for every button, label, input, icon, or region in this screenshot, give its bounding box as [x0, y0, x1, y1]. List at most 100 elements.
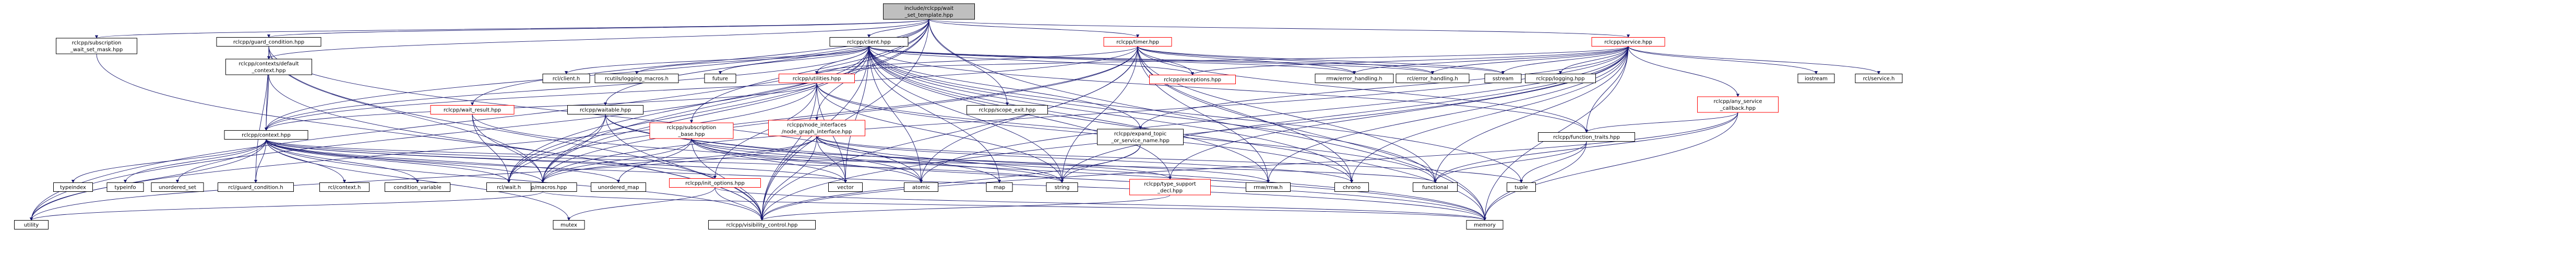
- edge-timer-to-sstream: [1137, 46, 1505, 75]
- node-tuple[interactable]: tuple: [1507, 182, 1536, 192]
- edge-root-to-scope_exit: [928, 19, 1009, 106]
- node-chrono[interactable]: chrono: [1334, 182, 1369, 192]
- node-client[interactable]: rclcpp/client.hpp: [829, 37, 909, 47]
- node-type-support-decl[interactable]: rclcpp/type_support_decl.hpp: [1129, 179, 1211, 196]
- node-label: rclcpp/type_support: [1144, 181, 1196, 187]
- node-rcl-guard-condition[interactable]: rcl/guard_condition.h: [218, 182, 294, 192]
- edge-root-to-waitable: [603, 19, 929, 106]
- node-atomic[interactable]: atomic: [904, 182, 938, 192]
- node-label: _or_service_name.hpp: [1111, 138, 1170, 144]
- node-label: rclcpp/waitable.hpp: [580, 108, 631, 113]
- edge-node_graph_interface-to-map: [816, 135, 1001, 183]
- node-visibility-control[interactable]: rclcpp/visibility_control.hpp: [708, 220, 816, 229]
- node-wait-result[interactable]: rclcpp/wait_result.hpp: [430, 105, 515, 114]
- node-map[interactable]: map: [986, 182, 1013, 192]
- node-unordered-map[interactable]: unordered_map: [591, 182, 646, 192]
- edge-node_graph_interface-to-utility: [29, 135, 817, 221]
- node-box: [1855, 74, 1903, 83]
- node-guard-condition[interactable]: rclcpp/guard_condition.hpp: [216, 37, 321, 47]
- node-string[interactable]: string: [1046, 182, 1078, 192]
- node-node-graph-interface[interactable]: rclcpp/node_interfaces/node_graph_interf…: [768, 120, 865, 136]
- node-timer[interactable]: rclcpp/timer.hpp: [1103, 37, 1172, 47]
- node-rcl-service[interactable]: rcl/service.h: [1855, 74, 1903, 83]
- node-function-traits[interactable]: rclcpp/function_traits.hpp: [1538, 132, 1635, 142]
- edge-waitable-to-atomic: [605, 114, 923, 183]
- edge-root-to-contexts_default: [267, 19, 929, 60]
- node-iostream[interactable]: iostream: [1797, 74, 1835, 83]
- node-box: [224, 130, 308, 140]
- edge-node_graph_interface-to-tuple: [816, 135, 1523, 183]
- edge-client-to-string: [868, 46, 1064, 183]
- edge-waitable-to-macros: [541, 114, 606, 183]
- node-logging[interactable]: rclcpp/logging.hpp: [1525, 74, 1596, 83]
- node-any-service-callback[interactable]: rclcpp/any_service_callback.hpp: [1697, 96, 1779, 113]
- node-typeinfo[interactable]: typeinfo: [106, 182, 144, 192]
- node-functional[interactable]: functional: [1413, 182, 1458, 192]
- edge-subscription_base-to-vector: [691, 138, 848, 183]
- node-init-options[interactable]: rclcpp/init_options.hpp: [669, 178, 761, 188]
- edge-function_traits-to-memory: [1483, 141, 1587, 221]
- edge-init_options-to-visibility_control: [714, 187, 764, 221]
- node-box: [14, 220, 49, 229]
- edge-context-to-mutex: [266, 139, 571, 221]
- node-utilities[interactable]: rclcpp/utilities.hpp: [779, 74, 855, 83]
- edge-service-to-exceptions: [1191, 46, 1629, 76]
- edge-client-to-functional: [868, 46, 1437, 183]
- node-memory[interactable]: memory: [1466, 220, 1504, 229]
- node-condition-variable[interactable]: condition_variable: [385, 182, 450, 192]
- node-expand-topic[interactable]: rclcpp/expand_topic_or_service_name.hpp: [1097, 129, 1184, 145]
- edge-waitable-to-visibility_control: [605, 114, 764, 221]
- node-box: [704, 74, 736, 83]
- node-rcl-error-handling[interactable]: rcl/error_handling.h: [1396, 74, 1470, 83]
- node-scope-exit[interactable]: rclcpp/scope_exit.hpp: [967, 105, 1048, 114]
- node-label: _wait_set_mask.hpp: [70, 47, 123, 53]
- node-box: [486, 182, 531, 192]
- node-label: rclcpp/init_options.hpp: [685, 181, 745, 187]
- node-waitable[interactable]: rclcpp/waitable.hpp: [567, 105, 643, 114]
- node-root: include/rclcpp/wait_set_template.hpp: [883, 3, 975, 20]
- node-rcutils-logging-macros[interactable]: rcutils/logging_macros.h: [594, 74, 679, 83]
- edge-client-to-utility: [29, 46, 869, 221]
- node-label: rclcpp/expand_topic: [1114, 131, 1166, 137]
- edge-subscription_base-to-atomic: [691, 138, 923, 183]
- node-box: [1797, 74, 1835, 83]
- node-context[interactable]: rclcpp/context.hpp: [224, 130, 308, 140]
- node-rcl-context[interactable]: rcl/context.h: [319, 182, 369, 192]
- node-label: rcl/client.h: [553, 76, 580, 82]
- node-rcl-client[interactable]: rcl/client.h: [542, 74, 590, 83]
- node-rmw-rmw[interactable]: rmw/rmw.h: [1246, 182, 1291, 192]
- node-label: string: [1055, 185, 1070, 191]
- node-future[interactable]: future: [704, 74, 736, 83]
- edge-utilities-to-init_options: [713, 83, 817, 179]
- node-rmw-error-handling[interactable]: rmw/error_handling.h: [1315, 74, 1394, 83]
- edge-any_service_callback-to-memory: [1483, 112, 1738, 221]
- node-rcl-wait[interactable]: rcl/wait.h: [486, 182, 531, 192]
- node-sstream[interactable]: sstream: [1484, 74, 1522, 83]
- node-box: [151, 182, 204, 192]
- node-typeindex[interactable]: typeindex: [53, 182, 93, 192]
- edge-timer-to-rmw_rmw: [1137, 46, 1270, 183]
- edge-context-to-typeindex: [71, 139, 267, 183]
- edge-timer-to-rcl_wait: [507, 46, 1138, 183]
- node-box: [1538, 132, 1635, 142]
- node-vector[interactable]: vector: [828, 182, 863, 192]
- node-label: rclcpp/client.hpp: [847, 40, 890, 45]
- node-contexts-default[interactable]: rclcpp/contexts/default_context.hpp: [225, 59, 312, 75]
- node-exceptions[interactable]: rclcpp/exceptions.hpp: [1149, 75, 1236, 84]
- edge-root-to-timer: [928, 19, 1140, 38]
- edge-timer-to-macros: [541, 46, 1138, 183]
- node-sub-wait-set-mask[interactable]: rclcpp/subscription_wait_set_mask.hpp: [56, 38, 137, 54]
- node-unordered-set[interactable]: unordered_set: [151, 182, 204, 192]
- node-mutex[interactable]: mutex: [553, 220, 585, 229]
- node-utility[interactable]: utility: [14, 220, 49, 229]
- node-service[interactable]: rclcpp/service.hpp: [1591, 37, 1665, 47]
- node-subscription-base[interactable]: rclcpp/subscription_base.hpp: [649, 122, 734, 139]
- node-label: future: [712, 76, 728, 82]
- edge-service-to-utilities: [815, 46, 1629, 75]
- node-box: [829, 37, 909, 47]
- node-label: iostream: [1805, 76, 1828, 82]
- edge-context-to-memory: [266, 139, 1486, 221]
- node-box: [53, 182, 93, 192]
- edge-timer-to-chrono: [1137, 46, 1354, 183]
